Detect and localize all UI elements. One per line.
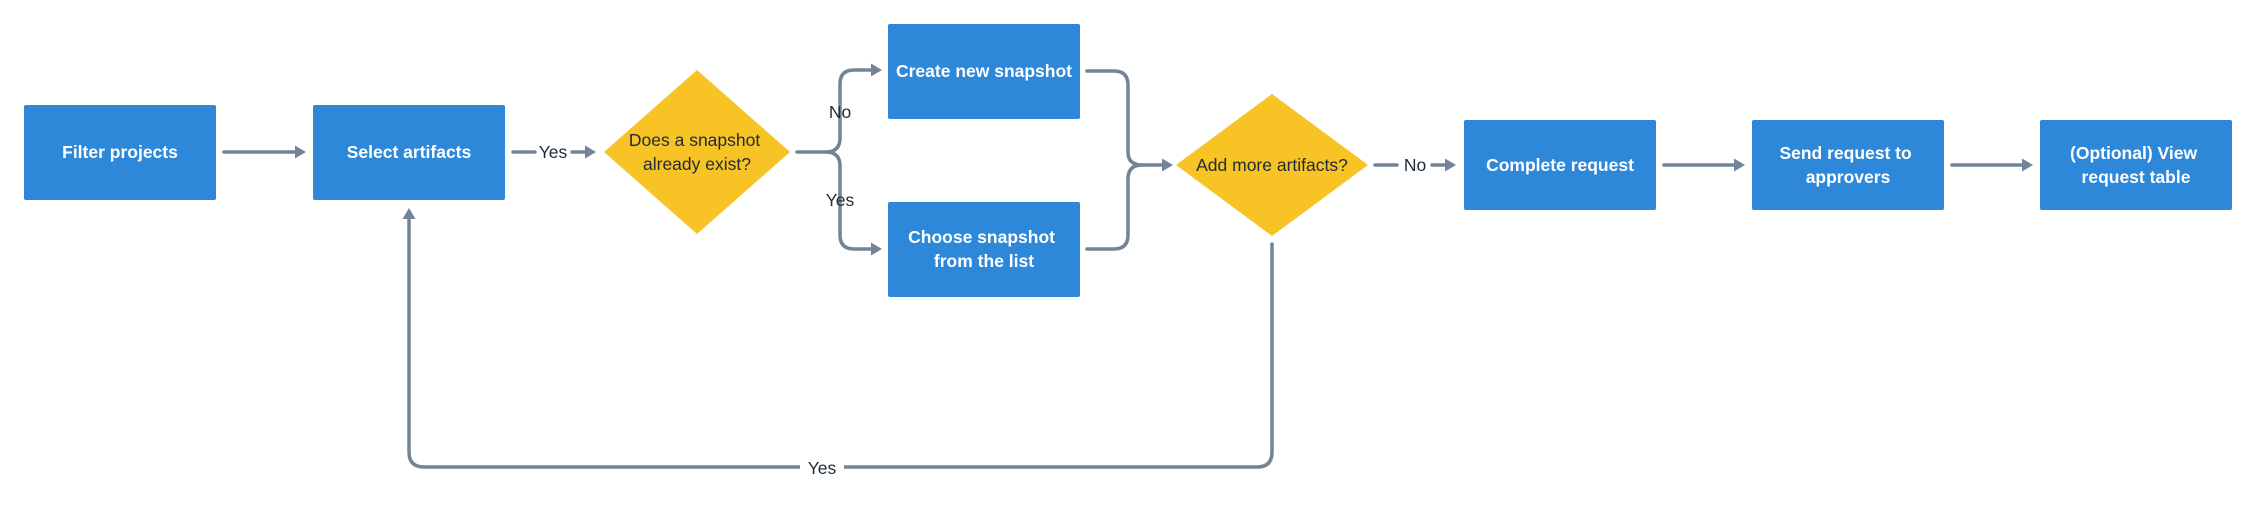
decision-add-more-artifacts: Add more artifacts? [1176, 94, 1368, 236]
svg-text:Filter projects: Filter projects [62, 142, 178, 162]
connectors: Yes No Yes No [222, 63, 2033, 479]
process-filter-projects: Filter projects [24, 105, 216, 200]
process-send-request: Send request to approvers [1752, 120, 1944, 210]
node-label: (Optional) View [2070, 143, 2197, 163]
node-label: Does a snapshot [629, 130, 760, 150]
edge-label-no: No [829, 102, 851, 122]
edge-label-yes: Yes [808, 458, 837, 478]
edge-send-to-view [1950, 158, 2033, 172]
node-label: request table [2082, 167, 2191, 187]
node-label: Add more artifacts? [1196, 155, 1348, 175]
svg-text:Select artifacts: Select artifacts [347, 142, 472, 162]
node-label: Complete request [1486, 155, 1634, 175]
nodes: Filter projects Select artifacts Does a … [24, 24, 2232, 297]
edge-label-yes: Yes [826, 190, 855, 210]
node-label: approvers [1806, 167, 1891, 187]
decision-snapshot-exists: Does a snapshot already exist? [604, 70, 790, 234]
node-label: Create new snapshot [896, 61, 1072, 81]
process-complete-request: Complete request [1464, 120, 1656, 210]
node-label: from the list [934, 251, 1034, 271]
node-label: Send request to [1779, 143, 1911, 163]
process-choose-snapshot: Choose snapshot from the list [888, 202, 1080, 297]
svg-text:(Optional) View reques: (Optional) View request table [2070, 143, 2202, 187]
edge-select-to-snapshot-exists: Yes [511, 142, 596, 162]
process-create-new-snapshot: Create new snapshot [888, 24, 1080, 119]
svg-text:Send request to approv: Send request to approvers [1779, 143, 1916, 187]
node-label: Filter projects [62, 142, 178, 162]
edge-exists-to-choose: Yes [824, 150, 882, 256]
edge-label-yes: Yes [539, 142, 568, 162]
edge-label-no: No [1404, 155, 1426, 175]
node-label: Choose snapshot [908, 227, 1055, 247]
node-label: already exist? [643, 154, 751, 174]
process-view-request-table: (Optional) View request table [2040, 120, 2232, 210]
svg-text:Choose snapshot from t: Choose snapshot from the list [908, 227, 1060, 271]
svg-text:Add more artifacts?: Add more artifacts? [1196, 155, 1348, 175]
edge-filter-to-select [222, 145, 306, 159]
edge-create-to-add-more [1085, 69, 1173, 172]
edge-add-more-to-select: Yes [402, 208, 1274, 479]
edge-exists-to-create: No [795, 63, 882, 154]
svg-text:Does a snapshot alread: Does a snapshot already exist? [629, 130, 765, 174]
svg-text:Complete request: Complete request [1486, 155, 1634, 175]
svg-text:Create new snapshot: Create new snapshot [896, 61, 1072, 81]
node-label: Select artifacts [347, 142, 472, 162]
process-select-artifacts: Select artifacts [313, 105, 505, 200]
edge-complete-to-send [1662, 158, 1745, 172]
edge-add-more-to-complete: No [1373, 155, 1456, 175]
edge-choose-to-add-more [1085, 163, 1144, 251]
